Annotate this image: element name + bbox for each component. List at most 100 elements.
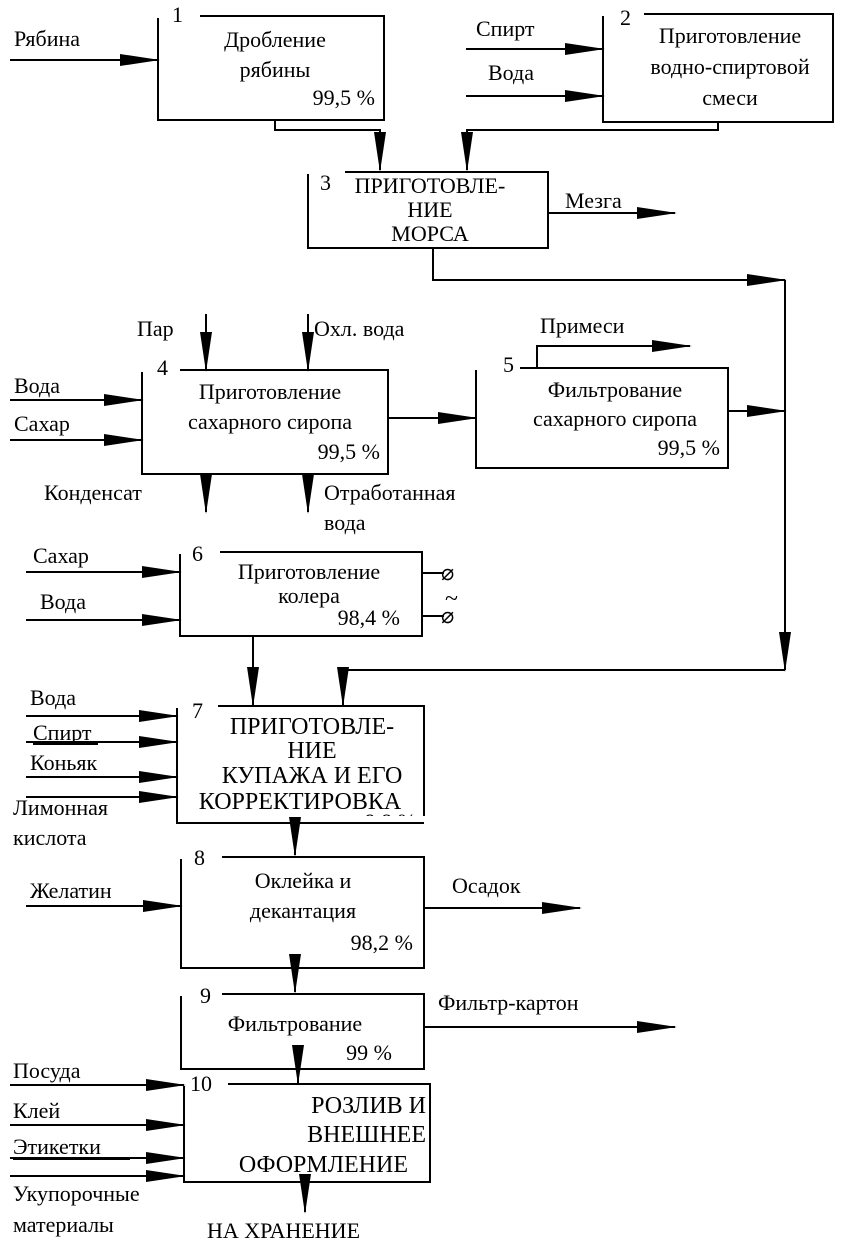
step-3-label-line-1: ПРИГОТОВЛЕ-: [355, 173, 506, 198]
input-spirt-top: Спирт: [466, 16, 605, 55]
step-3-box: [307, 171, 549, 249]
step-8-block: 8 Оклейка и декантация 98,2 %: [177, 845, 425, 969]
step-6-label-line-1: Приготовление: [238, 559, 380, 584]
output-primesi-label: Примеси: [540, 313, 625, 338]
output-mezga-label: Мезга: [565, 188, 622, 213]
output-filtr-karton-label: Фильтр-картон: [438, 990, 579, 1015]
connector-1-to-3: [274, 120, 386, 172]
input-voda-7-label: Вода: [30, 685, 76, 710]
input-voda-4: Вода: [10, 373, 144, 406]
electric-symbols: ⌀ ~ ⌀: [422, 560, 458, 628]
step-2-number: 2: [620, 5, 631, 30]
step-1-number: 1: [172, 2, 183, 27]
input-sahar-6-label: Сахар: [33, 543, 89, 568]
step-1-label-line-2: рябины: [240, 57, 311, 82]
step-9-label-line-1: Фильтрование: [228, 1011, 362, 1036]
step-10-box: [183, 1083, 431, 1183]
connector-2-to-3: [461, 122, 719, 172]
output-otrab-voda-label-line-2: вода: [324, 510, 366, 535]
step-1-label-line-1: Дробление: [224, 27, 326, 52]
step-8-number: 8: [194, 845, 205, 870]
output-primesi: Примеси: [536, 313, 692, 368]
output-kondensat: Конденсат: [44, 474, 212, 514]
output-primesi-arrow: [536, 340, 692, 368]
output-otrab-voda: Отработанная вода: [302, 474, 456, 535]
input-voda-7: Вода: [26, 685, 179, 722]
input-limon-7: Лимонная кислота: [13, 791, 179, 850]
input-ukupor: Укупорочные материалы: [10, 1170, 186, 1237]
step-6-box: [179, 551, 423, 637]
step-10-label-line-3: ОФОРМЛЕНИЕ: [239, 1152, 408, 1178]
step-5-yield: 99,5 %: [658, 435, 720, 460]
step-8-box: [180, 856, 425, 969]
output-osadok-label: Осадок: [452, 873, 521, 898]
step-4-label-line-1: Приготовление: [199, 379, 341, 404]
input-konyak-7: Коньяк: [26, 750, 179, 783]
step-8-yield: 98,2 %: [351, 930, 413, 955]
step-6-label-line-2: колера: [278, 583, 340, 608]
step-3-label-line-3: МОРСА: [391, 221, 469, 246]
step-7-number: 7: [192, 698, 203, 723]
ac-current-icon: ~: [445, 586, 458, 612]
step-2-block: 2 Приготовление водно-спиртовой смеси: [599, 5, 834, 123]
input-voda-6-label: Вода: [40, 589, 86, 614]
step-1-yield: 99,5 %: [313, 85, 375, 110]
input-posuda-label: Посуда: [13, 1058, 81, 1083]
step-8-label-line-2: декантация: [250, 898, 356, 923]
output-osadok: Осадок: [424, 873, 582, 914]
input-konyak-7-label: Коньяк: [30, 750, 98, 775]
input-ohl-voda: Охл. вода: [302, 314, 405, 372]
step-6-number: 6: [192, 541, 203, 566]
output-filtr-karton: Фильтр-картон: [424, 990, 677, 1033]
input-par: Пар: [137, 314, 212, 372]
input-ohl-voda-label: Охл. вода: [314, 316, 405, 341]
input-klei: Клей: [10, 1098, 186, 1131]
step-4-label-line-2: сахарного сиропа: [188, 409, 352, 434]
input-limon-7-label-line-1: Лимонная: [13, 795, 108, 820]
output-kondensat-label: Конденсат: [44, 480, 142, 505]
input-etiketki-label: Этикетки: [13, 1134, 101, 1159]
step-1-box: [157, 15, 385, 121]
input-limon-7-label-line-2: кислота: [13, 825, 87, 850]
output-mezga: Мезга: [548, 188, 677, 219]
connector-3-to-trunk: [432, 248, 787, 286]
input-sahar-6: Сахар: [26, 543, 182, 578]
step-2-label-line-3: смеси: [702, 85, 758, 110]
step-4-number: 4: [157, 355, 168, 380]
step-5-label-line-2: сахарного сиропа: [533, 406, 697, 431]
step-5-number: 5: [503, 352, 514, 377]
step-8-label-line-1: Оклейка и: [255, 868, 352, 893]
input-spirt-top-label: Спирт: [476, 16, 535, 41]
input-spirt-7-label: Спирт: [33, 720, 92, 745]
input-ukupor-label-line-1: Укупорочные: [13, 1181, 140, 1206]
connector-trunk-to-7: [337, 667, 785, 707]
step-6-block: 6 Приготовление колера 98,4 %: [176, 541, 423, 637]
step-1-block: 1 Дробление рябины 99,5 %: [154, 2, 385, 121]
input-par-label: Пар: [137, 316, 174, 341]
step-10-label-line-2: ВНЕШНЕЕ: [307, 1122, 426, 1148]
step-9-number: 9: [200, 983, 211, 1008]
step-10-label-line-1: РОЗЛИВ И: [311, 1093, 426, 1119]
input-ryabina: Рябина: [10, 26, 160, 66]
electric-terminal-top-icon: ⌀: [441, 560, 454, 585]
step-2-box: [602, 13, 834, 123]
step-4-block: 4 Приготовление сахарного сиропа 99,5 %: [138, 355, 389, 475]
step-7-box: [176, 705, 425, 824]
input-klei-label: Клей: [13, 1098, 60, 1123]
input-etiketki: Этикетки: [10, 1134, 186, 1164]
step-7-label-line-2: НИЕ: [287, 738, 336, 764]
step-9-yield: 99 %: [346, 1040, 392, 1065]
input-voda-top: Вода: [466, 60, 605, 102]
step-5-label-line-1: Фильтрование: [548, 377, 682, 402]
step-10-number: 10: [190, 1071, 212, 1096]
step-5-block: 5 Фильтрование сахарного сиропа 99,5 %: [472, 352, 729, 469]
electric-terminal-bottom-icon: ⌀: [441, 603, 454, 628]
input-sahar-4: Сахар: [10, 411, 144, 446]
input-spirt-7: Спирт: [26, 720, 179, 748]
input-posuda: Посуда: [10, 1058, 186, 1091]
step-2-label-line-2: водно-спиртовой: [650, 54, 809, 79]
step-3-number: 3: [320, 170, 331, 195]
input-voda-6: Вода: [26, 589, 182, 626]
input-voda-top-label: Вода: [488, 60, 534, 85]
